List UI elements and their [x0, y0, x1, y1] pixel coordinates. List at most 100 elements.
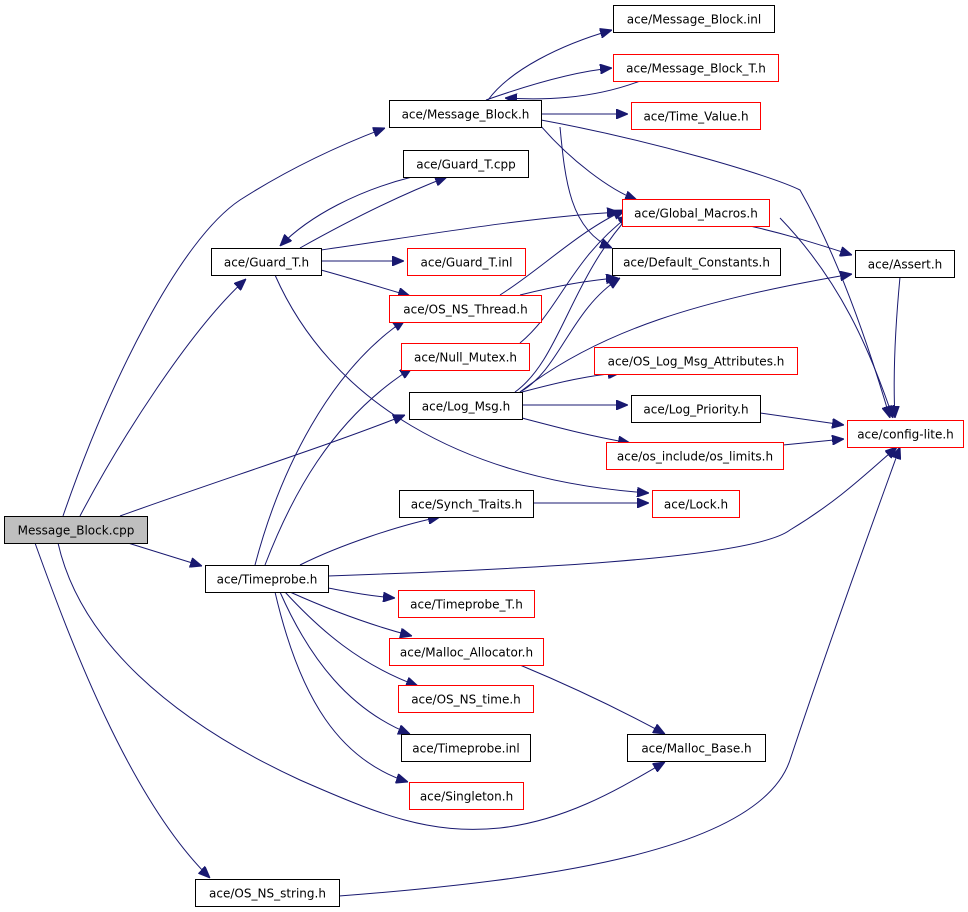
- node-malloc-allocator-h[interactable]: ace/Malloc_Allocator.h: [389, 638, 544, 666]
- node-label: ace/Message_Block.h: [402, 108, 530, 122]
- node-box: [389, 638, 544, 666]
- edge-guard_t_h-to-os_ns_thread_h: [320, 269, 410, 296]
- edge-log_msg_h-to-global_macros_h: [514, 215, 630, 393]
- edge-os_ns_thread_h-to-global_macros_h: [499, 210, 625, 296]
- edge-guard_t_h-to-global_macros_h: [320, 212, 619, 251]
- node-timeprobe-t-h[interactable]: ace/Timeprobe_T.h: [398, 590, 535, 618]
- edge-msgblock_h-to-global_macros_h: [539, 124, 637, 200]
- edge-timeprobe_h-to-config_lite_h: [327, 447, 897, 577]
- node-label: ace/os_include/os_limits.h: [617, 450, 773, 464]
- edge-malloc_allocator_h-to-malloc_base_h: [519, 664, 665, 734]
- node-box: [399, 490, 534, 518]
- node-timeprobe-h[interactable]: ace/Timeprobe.h: [205, 565, 329, 593]
- edge-msgblock_h-to-msgblock_t_h: [485, 68, 612, 101]
- edge-assert_h-to-config_lite_h: [894, 276, 901, 418]
- node-malloc-base-h[interactable]: ace/Malloc_Base.h: [627, 734, 766, 762]
- edge-log_msg_h-to-os_limits_h: [521, 417, 630, 443]
- edge-global_macros_h-to-config_lite_h: [779, 217, 893, 418]
- edge-os_limits_h-to-config_lite_h: [782, 439, 844, 446]
- node-box: [631, 102, 761, 130]
- node-singleton-h[interactable]: ace/Singleton.h: [409, 782, 524, 810]
- node-label: ace/Time_Value.h: [643, 110, 748, 124]
- edge-root-to-log_msg_h: [119, 415, 405, 517]
- edge-msgblock_h-to-default_constants_h: [559, 126, 612, 248]
- edge-root-to-malloc_base_h: [57, 542, 665, 830]
- node-box: [613, 54, 779, 82]
- node-global-macros-h[interactable]: ace/Global_Macros.h: [622, 199, 770, 227]
- node-log-msg-h[interactable]: ace/Log_Msg.h: [409, 392, 523, 420]
- node-label: ace/Singleton.h: [420, 790, 513, 804]
- node-box: [612, 248, 781, 276]
- node-guard-t-cpp[interactable]: ace/Guard_T.cpp: [403, 150, 529, 178]
- node-lock-h[interactable]: ace/Lock.h: [652, 490, 740, 518]
- node-layer: Message_Block.cpp ace/Message_Block.h ace/…: [4, 5, 964, 907]
- node-label: ace/Synch_Traits.h: [411, 498, 522, 512]
- edge-msgblock_h-to-msgblock_inl: [487, 30, 612, 101]
- node-label: ace/Message_Block_T.h: [626, 62, 766, 76]
- node-box: [389, 295, 542, 323]
- edge-log_priority_h-to-config_lite_h: [759, 412, 844, 425]
- edge-guard_t_cpp-to-guard_t_h: [280, 176, 413, 246]
- edge-msgblock_t_h-to-msgblock_h: [505, 80, 641, 99]
- node-box: [631, 395, 761, 423]
- node-box: [409, 392, 523, 420]
- node-label: ace/Timeprobe_T.h: [410, 598, 523, 612]
- node-box: [622, 199, 770, 227]
- node-box: [403, 150, 529, 178]
- node-label: ace/Global_Macros.h: [634, 207, 758, 221]
- node-label: ace/Lock.h: [664, 498, 728, 512]
- node-msgblock-inl[interactable]: ace/Message_Block.inl: [613, 5, 775, 33]
- node-box: [627, 734, 766, 762]
- node-box: [652, 490, 740, 518]
- node-guard-t-inl[interactable]: ace/Guard_T.inl: [407, 248, 526, 276]
- node-assert-h[interactable]: ace/Assert.h: [855, 250, 955, 278]
- edge-timeprobe_h-to-os_ns_thread_h: [254, 320, 405, 566]
- node-os-ns-string-h[interactable]: ace/OS_NS_string.h: [195, 879, 340, 907]
- node-box: [195, 879, 340, 907]
- node-synch-traits-h[interactable]: ace/Synch_Traits.h: [399, 490, 534, 518]
- edge-timeprobe_h-to-os_ns_time_h: [284, 591, 418, 686]
- node-label: ace/OS_Log_Msg_Attributes.h: [608, 355, 785, 369]
- node-null-mutex-h[interactable]: ace/Null_Mutex.h: [401, 343, 530, 371]
- node-label: ace/OS_NS_string.h: [209, 887, 326, 901]
- node-msgblock-t-h[interactable]: ace/Message_Block_T.h: [613, 54, 779, 82]
- node-label: ace/Malloc_Base.h: [641, 742, 751, 756]
- edge-timeprobe_h-to-timeprobe_t_h: [327, 587, 395, 598]
- node-label: ace/Log_Msg.h: [422, 400, 510, 414]
- node-label: ace/Assert.h: [868, 258, 943, 272]
- node-box: [205, 565, 329, 593]
- node-guard-t-h[interactable]: ace/Guard_T.h: [211, 248, 322, 276]
- edge-timeprobe_h-to-singleton_h: [274, 591, 408, 782]
- node-box: [594, 347, 798, 375]
- node-box: [847, 420, 964, 448]
- edge-timeprobe_h-to-synch_traits_h: [299, 517, 440, 566]
- edge-timeprobe_h-to-timeprobe_inl: [279, 591, 410, 734]
- node-box: [389, 100, 542, 128]
- node-config-lite-h[interactable]: ace/config-lite.h: [847, 420, 964, 448]
- node-label: ace/Guard_T.h: [224, 256, 309, 270]
- node-os-limits-h[interactable]: ace/os_include/os_limits.h: [606, 442, 784, 470]
- node-default-constants-h[interactable]: ace/Default_Constants.h: [612, 248, 781, 276]
- node-box: [4, 516, 148, 544]
- node-label: ace/OS_NS_time.h: [411, 693, 521, 707]
- node-label: ace/Malloc_Allocator.h: [400, 646, 533, 660]
- edge-log_msg_h-to-assert_h: [519, 274, 852, 393]
- node-label: ace/Log_Priority.h: [643, 403, 748, 417]
- node-os-ns-time-h[interactable]: ace/OS_NS_time.h: [398, 685, 534, 713]
- node-box: [398, 685, 534, 713]
- node-msgblock-h[interactable]: ace/Message_Block.h: [389, 100, 542, 128]
- edge-root-to-timeprobe_h: [127, 542, 202, 566]
- node-label: Message_Block.cpp: [18, 524, 135, 538]
- node-log-priority-h[interactable]: ace/Log_Priority.h: [631, 395, 761, 423]
- node-os-log-msg-attr-h[interactable]: ace/OS_Log_Msg_Attributes.h: [594, 347, 798, 375]
- node-time-value-h[interactable]: ace/Time_Value.h: [631, 102, 761, 130]
- edge-null_mutex_h-to-global_macros_h: [519, 215, 630, 344]
- node-box: [606, 442, 784, 470]
- node-label: ace/Message_Block.inl: [627, 13, 762, 27]
- node-root[interactable]: Message_Block.cpp: [4, 516, 148, 544]
- node-os-ns-thread-h[interactable]: ace/OS_NS_Thread.h: [389, 295, 542, 323]
- node-timeprobe-inl[interactable]: ace/Timeprobe.inl: [401, 734, 531, 762]
- edge-root-to-os_ns_string_h: [34, 542, 210, 878]
- edge-guard_t_h-to-lock_h: [274, 274, 649, 493]
- node-box: [407, 248, 526, 276]
